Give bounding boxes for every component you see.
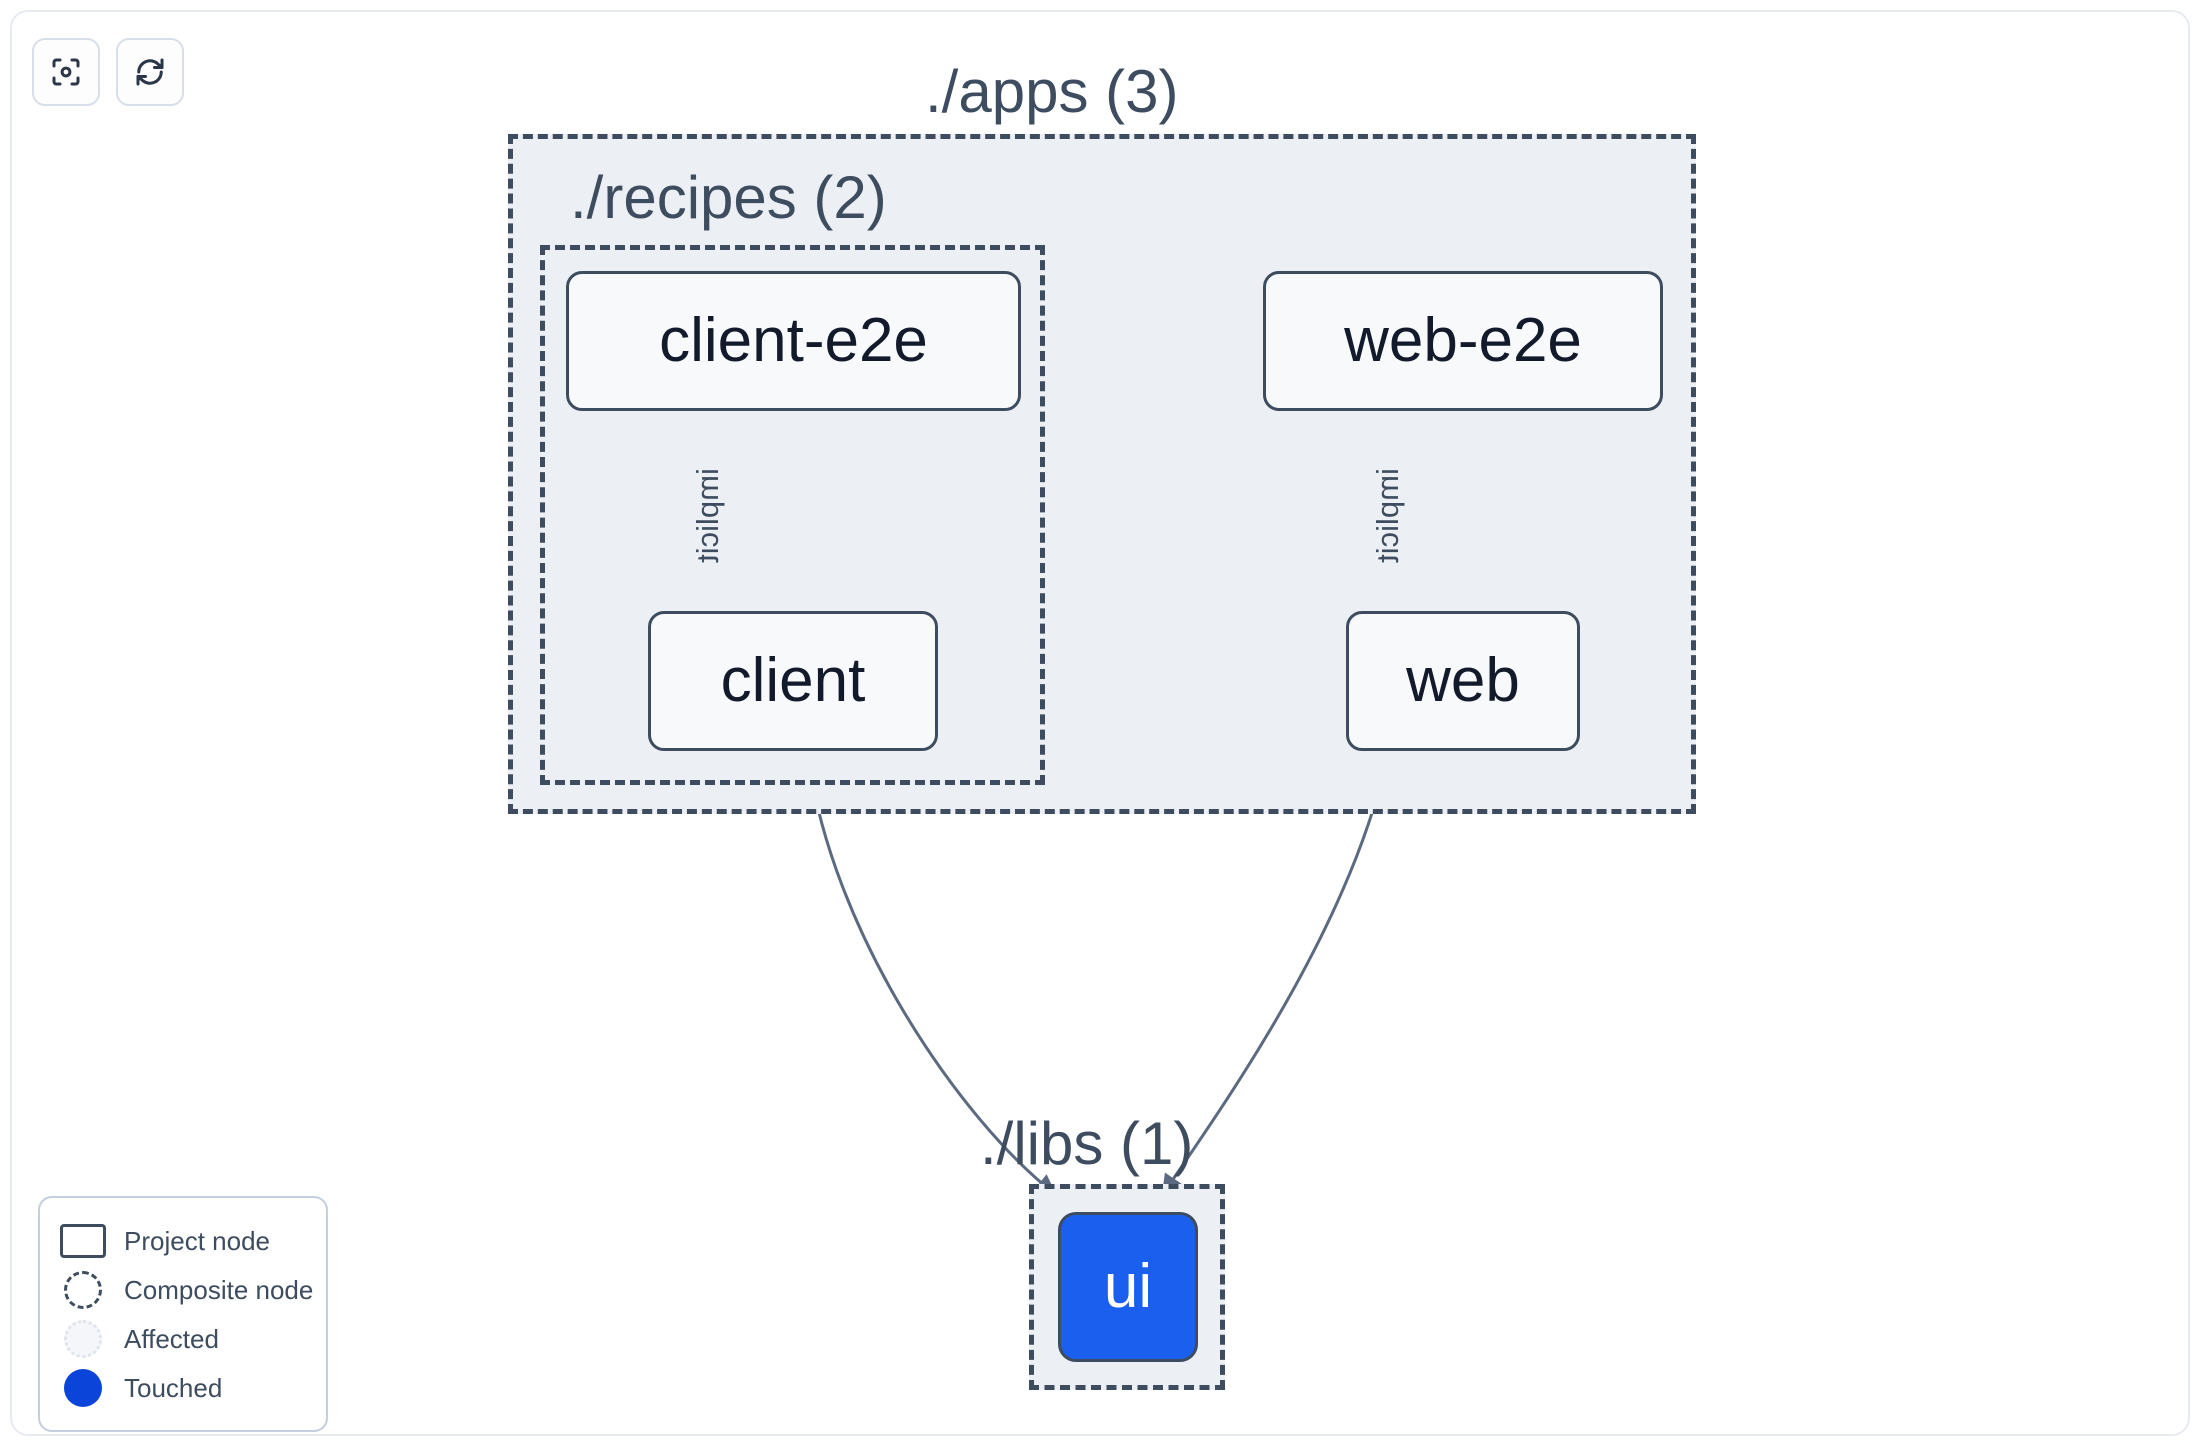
project-node-client-e2e[interactable]: client-e2e [566,271,1021,411]
project-node-client[interactable]: client [648,611,938,751]
refresh-graph-button[interactable] [116,38,184,106]
legend-label-touched: Touched [124,1372,223,1403]
graph-legend: Project node Composite node Affected Tou… [38,1196,328,1432]
project-node-web[interactable]: web [1346,611,1580,751]
project-node-swatch [60,1221,106,1261]
graph-toolbar [32,38,184,106]
legend-label-affected: Affected [124,1323,219,1354]
edge-label-implicit-web: implicit [1369,468,1405,563]
project-node-ui[interactable]: ui [1058,1212,1198,1362]
composite-label-libs: ./libs (1) [980,1110,1194,1177]
project-node-web-e2e[interactable]: web-e2e [1263,271,1663,411]
refresh-icon [132,54,168,90]
affected-swatch [60,1319,106,1359]
legend-label-composite-node: Composite node [124,1274,314,1305]
legend-item-affected: Affected [60,1314,304,1363]
composite-label-apps: ./apps (3) [925,58,1179,125]
legend-item-touched: Touched [60,1363,304,1412]
focus-graph-button[interactable] [32,38,100,106]
touched-swatch [60,1368,106,1408]
legend-item-composite-node: Composite node [60,1265,313,1314]
focus-target-icon [48,54,84,90]
legend-label-project-node: Project node [124,1225,270,1256]
edge-label-implicit-client: implicit [689,468,725,563]
composite-node-swatch [60,1270,106,1310]
composite-label-recipes: ./recipes (2) [570,164,887,231]
legend-item-project-node: Project node [60,1216,304,1265]
